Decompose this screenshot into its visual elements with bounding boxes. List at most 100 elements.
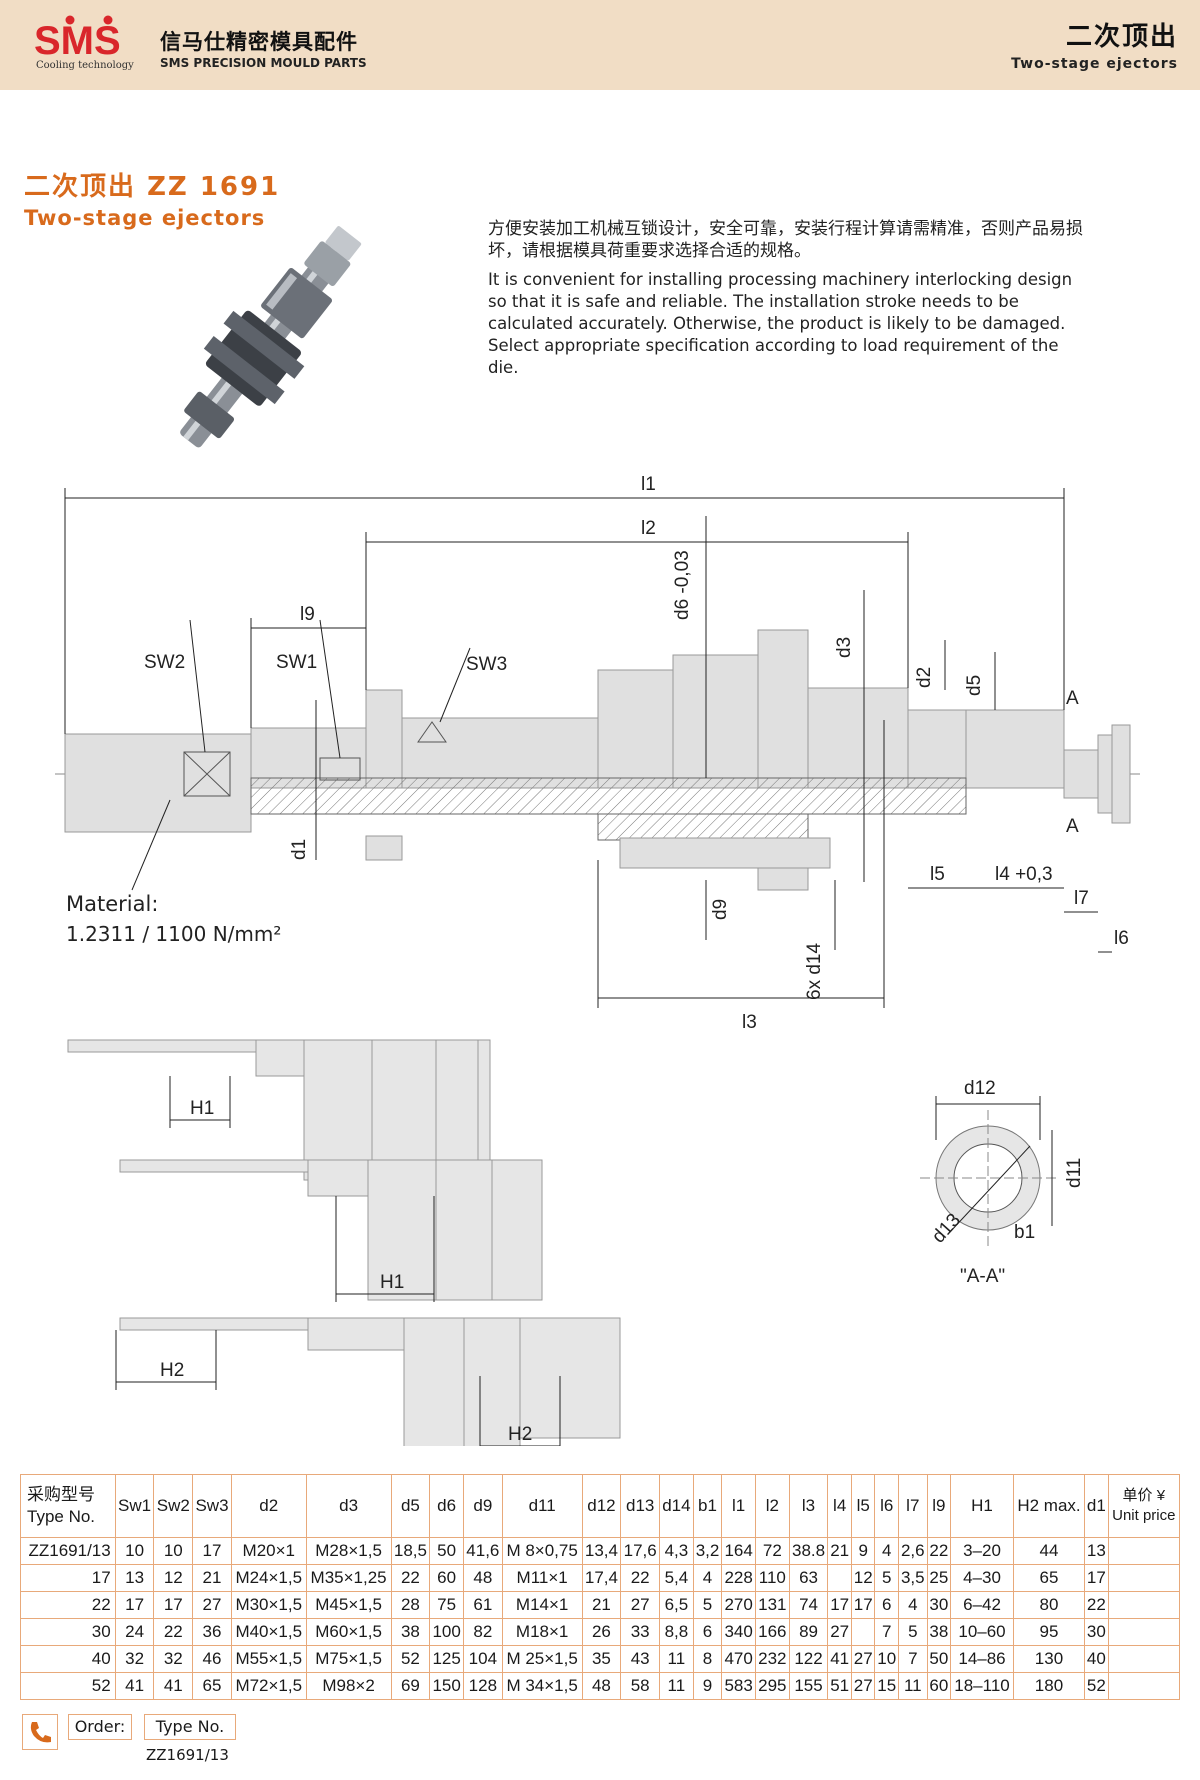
cell-d11: M 8×0,75 (501, 1537, 583, 1565)
cell-d1: 17 (1084, 1564, 1109, 1592)
cell-d14: 11 (659, 1672, 694, 1700)
cell-l1: 228 (721, 1564, 756, 1592)
cell-d5: 52 (390, 1645, 431, 1673)
cell-l7: 7 (898, 1645, 928, 1673)
cell-l3: 74 (788, 1591, 829, 1619)
cell-type: 17 (20, 1564, 116, 1592)
col-l2: l2 (754, 1474, 790, 1538)
col-l3: l3 (788, 1474, 829, 1538)
cell-sw1: 32 (114, 1645, 155, 1673)
cell-l7: 3,5 (898, 1564, 928, 1592)
cell-l5: 17 (850, 1591, 876, 1619)
cell-sw1: 17 (114, 1591, 155, 1619)
order-example-value: ZZ1691/13 (146, 1746, 229, 1764)
cell-d14: 6,5 (659, 1591, 694, 1619)
cell-sw1: 10 (114, 1537, 155, 1565)
cell-d6: 100 (429, 1618, 464, 1646)
cell-unit-price (1107, 1645, 1181, 1673)
cell-d6: 60 (429, 1564, 464, 1592)
cell-d11: M14×1 (501, 1591, 583, 1619)
cell-h1: 3–20 (950, 1537, 1014, 1565)
col-l6: l6 (874, 1474, 899, 1538)
col-b1: b1 (692, 1474, 723, 1538)
cell-d11: M 25×1,5 (501, 1645, 583, 1673)
col-d6: d6 (429, 1474, 464, 1538)
label-section-a-top: A (1066, 688, 1079, 709)
cell-d2: M55×1,5 (230, 1645, 307, 1673)
cell-l7: 11 (898, 1672, 928, 1700)
cell-d3: M45×1,5 (305, 1591, 392, 1619)
h1-label-stage2: H1 (380, 1272, 404, 1293)
col-sw3: Sw3 (192, 1474, 232, 1538)
dim-d14: 6x d14 (804, 943, 825, 1000)
cell-d9: 61 (462, 1591, 503, 1619)
dim-d3: d3 (834, 637, 855, 658)
cell-sw3: 46 (192, 1645, 232, 1673)
cell-h2: 80 (1012, 1591, 1086, 1619)
cell-l3: 63 (788, 1564, 829, 1592)
dim-d11: d11 (1064, 1158, 1085, 1188)
brand-name-en: SMS PRECISION MOULD PARTS (160, 56, 367, 70)
cell-l1: 583 (721, 1672, 756, 1700)
product-photo (180, 226, 362, 448)
cell-l6: 5 (874, 1564, 899, 1592)
cell-d1: 13 (1084, 1537, 1109, 1565)
cell-h2: 44 (1012, 1537, 1086, 1565)
h1-label-stage1: H1 (190, 1098, 214, 1119)
dim-l4: l4 +0,3 (995, 864, 1053, 885)
cell-b1: 9 (692, 1672, 723, 1700)
cell-d3: M28×1,5 (305, 1537, 392, 1565)
cell-d5: 18,5 (390, 1537, 431, 1565)
description-en: It is convenient for installing processi… (488, 270, 1073, 377)
cell-d12: 48 (581, 1672, 622, 1700)
material-label: Material: (66, 892, 159, 916)
cell-l6: 6 (874, 1591, 899, 1619)
cell-sw2: 17 (153, 1591, 194, 1619)
cell-d9: 41,6 (462, 1537, 503, 1565)
dim-d12: d12 (964, 1078, 996, 1099)
cell-d3: M98×2 (305, 1672, 392, 1700)
cell-sw3: 65 (192, 1672, 232, 1700)
section-title-en: Two-stage ejectors (1011, 56, 1178, 72)
dim-l3: l3 (742, 1012, 757, 1033)
cell-l1: 270 (721, 1591, 756, 1619)
col-l4: l4 (827, 1474, 852, 1538)
cell-l5: 9 (850, 1537, 876, 1565)
h2-label-stage3-right: H2 (508, 1424, 532, 1445)
cell-l5: 12 (850, 1564, 876, 1592)
cell-l3: 122 (788, 1645, 829, 1673)
cell-d5: 22 (390, 1564, 431, 1592)
cell-unit-price (1107, 1537, 1181, 1565)
cell-sw3: 21 (192, 1564, 232, 1592)
technical-drawing: l1 l2 l9 l3 l5 l4 +0,3 l7 l6 SW2 SW1 SW3… (55, 474, 1140, 1033)
cell-l3: 89 (788, 1618, 829, 1646)
cell-l5: 27 (850, 1645, 876, 1673)
cell-l4: 17 (827, 1591, 852, 1619)
cell-b1: 6 (692, 1618, 723, 1646)
cell-sw2: 22 (153, 1618, 194, 1646)
cell-l4 (827, 1564, 852, 1592)
cell-l6: 15 (874, 1672, 899, 1700)
col-d2: d2 (230, 1474, 307, 1538)
cell-l3: 155 (788, 1672, 829, 1700)
cell-d11: M 34×1,5 (501, 1672, 583, 1700)
cell-d13: 33 (620, 1618, 661, 1646)
cell-l9: 22 (926, 1537, 952, 1565)
cell-type: 22 (20, 1591, 116, 1619)
dim-l9: l9 (300, 604, 315, 625)
col-l5: l5 (850, 1474, 876, 1538)
cell-d9: 128 (462, 1672, 503, 1700)
col-l1: l1 (721, 1474, 756, 1538)
cell-l5: 27 (850, 1672, 876, 1700)
cell-d12: 17,4 (581, 1564, 622, 1592)
cell-h1: 18–110 (950, 1672, 1014, 1700)
dim-d5: d5 (964, 675, 985, 696)
cell-sw1: 24 (114, 1618, 155, 1646)
cell-l1: 164 (721, 1537, 756, 1565)
sms-logo: SMS (34, 15, 121, 60)
